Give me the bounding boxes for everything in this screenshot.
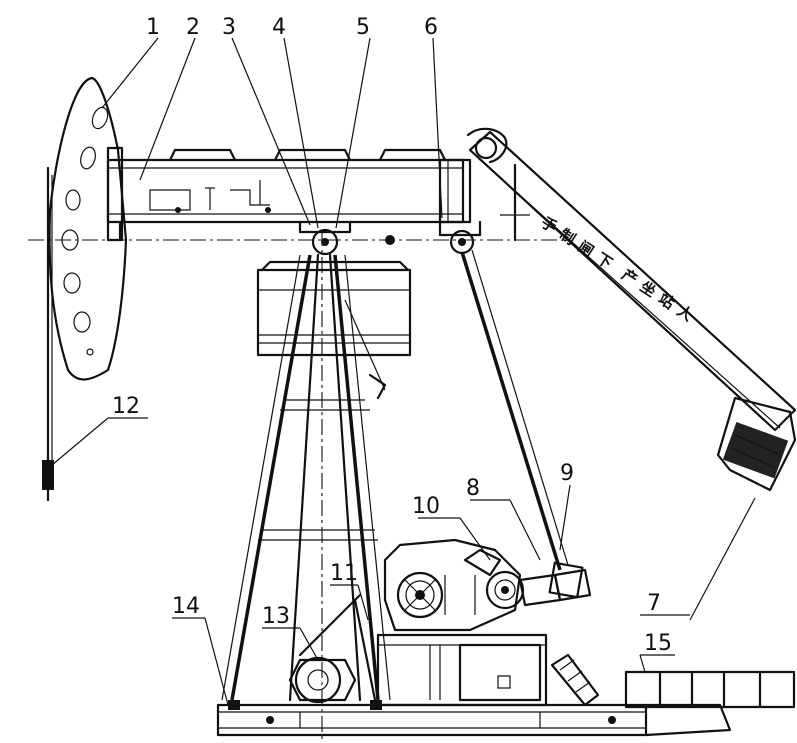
beam-char-5: 坐 — [637, 278, 659, 301]
callout-15: 15 — [644, 631, 672, 656]
walking-beam — [106, 146, 472, 245]
leader-lines — [51, 37, 756, 706]
callout-5: 5 — [356, 15, 370, 40]
callout-1: 1 — [146, 15, 160, 40]
callout-14: 14 — [172, 594, 200, 619]
callout-10: 10 — [412, 494, 440, 519]
beam-char-7: 人 — [674, 301, 697, 325]
ground-counterweights — [624, 670, 796, 709]
horsehead — [46, 76, 128, 492]
motor — [288, 593, 377, 704]
callout-9: 9 — [560, 461, 574, 486]
beam-lettering: 手 制 闸 下 产 坐 站 人 — [538, 213, 697, 325]
callout-7: 7 — [647, 591, 661, 616]
callout-6: 6 — [424, 15, 438, 40]
beam-char-4: 产 — [618, 266, 640, 289]
callout-11: 11 — [330, 561, 358, 586]
pitman-arm — [460, 249, 592, 602]
rear-beam — [466, 127, 797, 432]
callout-2: 2 — [186, 15, 200, 40]
polished-rod — [42, 460, 54, 502]
callout-4: 4 — [272, 15, 286, 40]
rear-counterweight — [716, 396, 797, 492]
base-ladder — [550, 653, 600, 707]
gear-reducer — [383, 538, 562, 632]
center-bearing — [298, 220, 352, 256]
beam-char-2: 闸 — [575, 237, 597, 260]
equalizer-bearing — [438, 220, 482, 255]
callout-13: 13 — [262, 604, 290, 629]
beam-char-3: 下 — [593, 249, 615, 272]
beam-char-6: 站 — [655, 290, 677, 313]
motor-base — [376, 633, 548, 707]
callout-3: 3 — [222, 15, 236, 40]
callout-12: 12 — [112, 394, 140, 419]
samson-post — [221, 230, 412, 740]
main-skid — [216, 700, 732, 737]
callout-8: 8 — [466, 476, 480, 501]
